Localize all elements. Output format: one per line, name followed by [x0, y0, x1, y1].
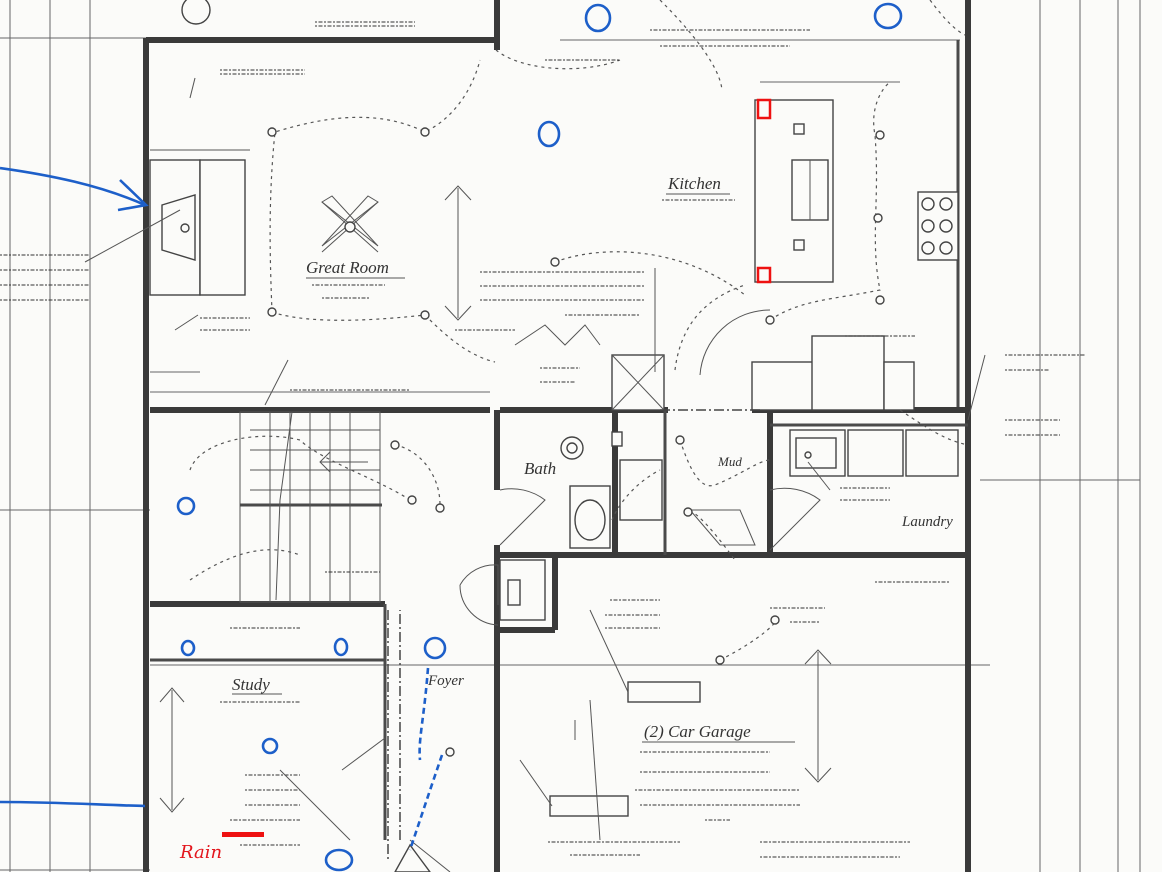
leader-lines: [84, 77, 986, 841]
room-label-foyer: Foyer: [427, 673, 464, 689]
light-fixtures: [181, 0, 885, 757]
range-cooktop: [917, 191, 959, 261]
handwritten-rain-note: Rain: [179, 842, 222, 863]
ceiling-fan-symbol: [321, 195, 379, 253]
room-label-laundry: Laundry: [901, 514, 953, 530]
room-label-kitchen: Kitchen: [667, 174, 721, 193]
staircase: [239, 411, 382, 603]
laundry-appliances: [789, 429, 959, 477]
door-swings: [394, 309, 821, 872]
fireplace: [149, 149, 250, 296]
printed-notes: [0, 21, 1085, 858]
height-arrows: [159, 185, 832, 813]
red-markup: [222, 832, 264, 837]
blue-markup: [0, 2, 903, 872]
room-label-study: Study: [232, 675, 270, 694]
room-label-great-room: Great Room: [306, 258, 389, 277]
kitchen-island: [754, 98, 834, 284]
callout-boxes: [519, 609, 701, 841]
room-label-mud: Mud: [717, 454, 742, 469]
room-label-garage: (2) Car Garage: [644, 722, 751, 741]
electrical-circuits: [189, 0, 969, 860]
bath-fixtures: [499, 431, 663, 621]
room-label-bath: Bath: [524, 459, 556, 478]
kitchen-counters: [611, 335, 915, 411]
